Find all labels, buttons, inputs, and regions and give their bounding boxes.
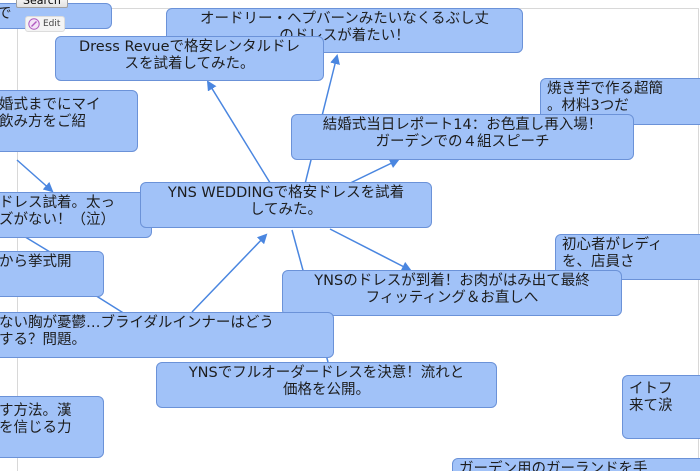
node-shichaku[interactable]: ドレス試着。太っ ズがない！（泣） (0, 192, 152, 238)
node-mai[interactable]: 婚式までにマイ 飲み方をご紹 (0, 90, 138, 152)
edge-center-to-yns-arrive (329, 228, 412, 271)
node-kanpo[interactable]: す方法。漢 を信じる力 (0, 396, 104, 458)
edit-icon (28, 18, 40, 30)
node-yns-arrive[interactable]: YNSのドレスが到着！お肉がはみ出て最終 フィッティング＆お直しへ (282, 270, 622, 316)
search-button[interactable]: Search (16, 0, 68, 8)
node-itofu[interactable]: イトフ 来て涙 (622, 375, 700, 439)
node-center[interactable]: YNS WEDDINGで格安ドレスを試着 してみた。 (140, 182, 432, 228)
edge-left-to-shichaku (16, 159, 54, 193)
edge-inner-to-center (191, 233, 268, 313)
edit-link[interactable]: Edit (25, 16, 66, 32)
node-full-order[interactable]: YNSでフルオーダードレスを決意！流れと 価格を公開。 (156, 362, 497, 408)
node-dress-revue[interactable]: Dress Revueで格安レンタルドレ スを試着してみた。 (55, 36, 324, 81)
edit-label: Edit (43, 19, 61, 29)
node-kyoshiki[interactable]: から挙式開 (0, 251, 104, 297)
node-garden[interactable]: ガーデン用のガーランドを手 (452, 458, 700, 471)
node-inner[interactable]: ない胸が憂鬱…ブライダルインナーはどう する？問題。 (0, 312, 334, 358)
edge-center-to-dress-revue (206, 80, 273, 187)
node-report14[interactable]: 結婚式当日レポート14：お色直し再入場！ ガーデンでの４組スピーチ (291, 114, 634, 160)
